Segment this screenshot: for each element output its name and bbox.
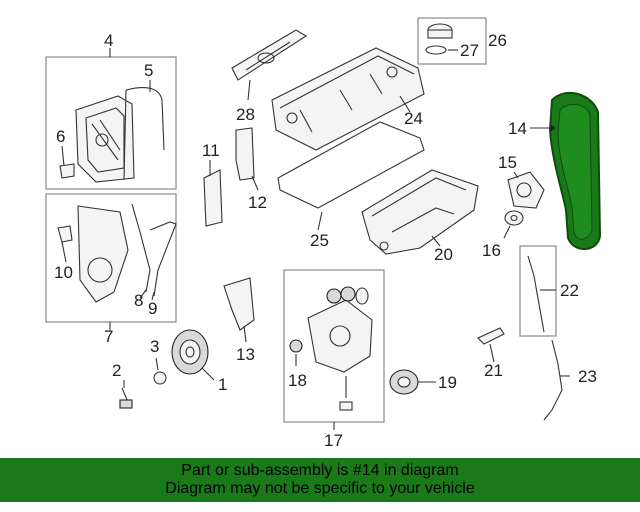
part-lower-timing-cover (57, 203, 177, 303)
callout-12: 12 (248, 193, 267, 212)
callout-4: 4 (104, 31, 113, 50)
callout-1: 1 (218, 375, 227, 394)
callout-15: 15 (498, 153, 517, 172)
part-bolt (119, 387, 133, 409)
group-box-26 (417, 17, 487, 65)
part-bracket-12 (235, 127, 255, 181)
callout-8: 8 (134, 291, 143, 310)
callout-3: 3 (150, 337, 159, 356)
part-info-banner: Part or sub-assembly is #14 in diagram D… (0, 458, 640, 502)
part-oil-filter (389, 369, 419, 395)
part-cylinder-head-cover (271, 47, 425, 151)
part-head-cover-gasket (277, 121, 425, 209)
parts-diagram: 1 2 3 4 5 6 7 8 9 10 11 12 13 14 15 16 1… (45, 17, 602, 450)
part-upper-timing-cover (59, 87, 165, 183)
callout-27: 27 (460, 41, 479, 60)
part-bracket-13 (223, 277, 255, 331)
part-dipstick-tube (543, 339, 563, 421)
callout-14: 14 (508, 119, 527, 138)
callout-24: 24 (404, 109, 423, 128)
part-crankshaft-pulley (171, 329, 209, 375)
callout-13: 13 (236, 345, 255, 364)
banner-line-2: Diagram may not be specific to your vehi… (165, 480, 475, 497)
part-engine-cover (231, 29, 308, 81)
callout-10: 10 (54, 263, 73, 282)
banner-line-1: Part or sub-assembly is #14 in diagram (181, 462, 459, 479)
part-oil-pump (307, 286, 373, 411)
callout-18: 18 (288, 371, 307, 390)
part-bracket-11 (203, 169, 223, 227)
leader-lines (61, 48, 570, 430)
group-box-4 (45, 56, 177, 190)
callout-11: 11 (202, 141, 220, 160)
callout-20: 20 (434, 245, 453, 264)
callout-26: 26 (488, 31, 507, 50)
part-oil-pan (361, 169, 479, 255)
callout-16: 16 (482, 241, 501, 260)
callout-9: 9 (148, 299, 157, 318)
part-idler-pulley (504, 210, 524, 226)
part-timing-belt (548, 91, 602, 250)
callout-7: 7 (104, 327, 113, 346)
part-oil-dipstick (527, 255, 545, 333)
callout-6: 6 (56, 127, 65, 146)
callout-25: 25 (310, 231, 329, 250)
part-tensioner (507, 171, 545, 209)
callout-21: 21 (484, 361, 503, 380)
part-bracket-21 (477, 327, 505, 345)
group-box-7 (45, 193, 177, 323)
part-oil-filler-cap (425, 23, 453, 55)
callout-17: 17 (324, 431, 343, 450)
part-oil-seal-18 (289, 339, 303, 353)
group-box-22 (519, 245, 557, 337)
part-washer (153, 371, 167, 385)
callout-28: 28 (236, 105, 255, 124)
callout-23: 23 (578, 367, 597, 386)
callout-5: 5 (144, 61, 153, 80)
callout-2: 2 (112, 361, 121, 380)
callout-19: 19 (438, 373, 457, 392)
callout-22: 22 (560, 281, 579, 300)
